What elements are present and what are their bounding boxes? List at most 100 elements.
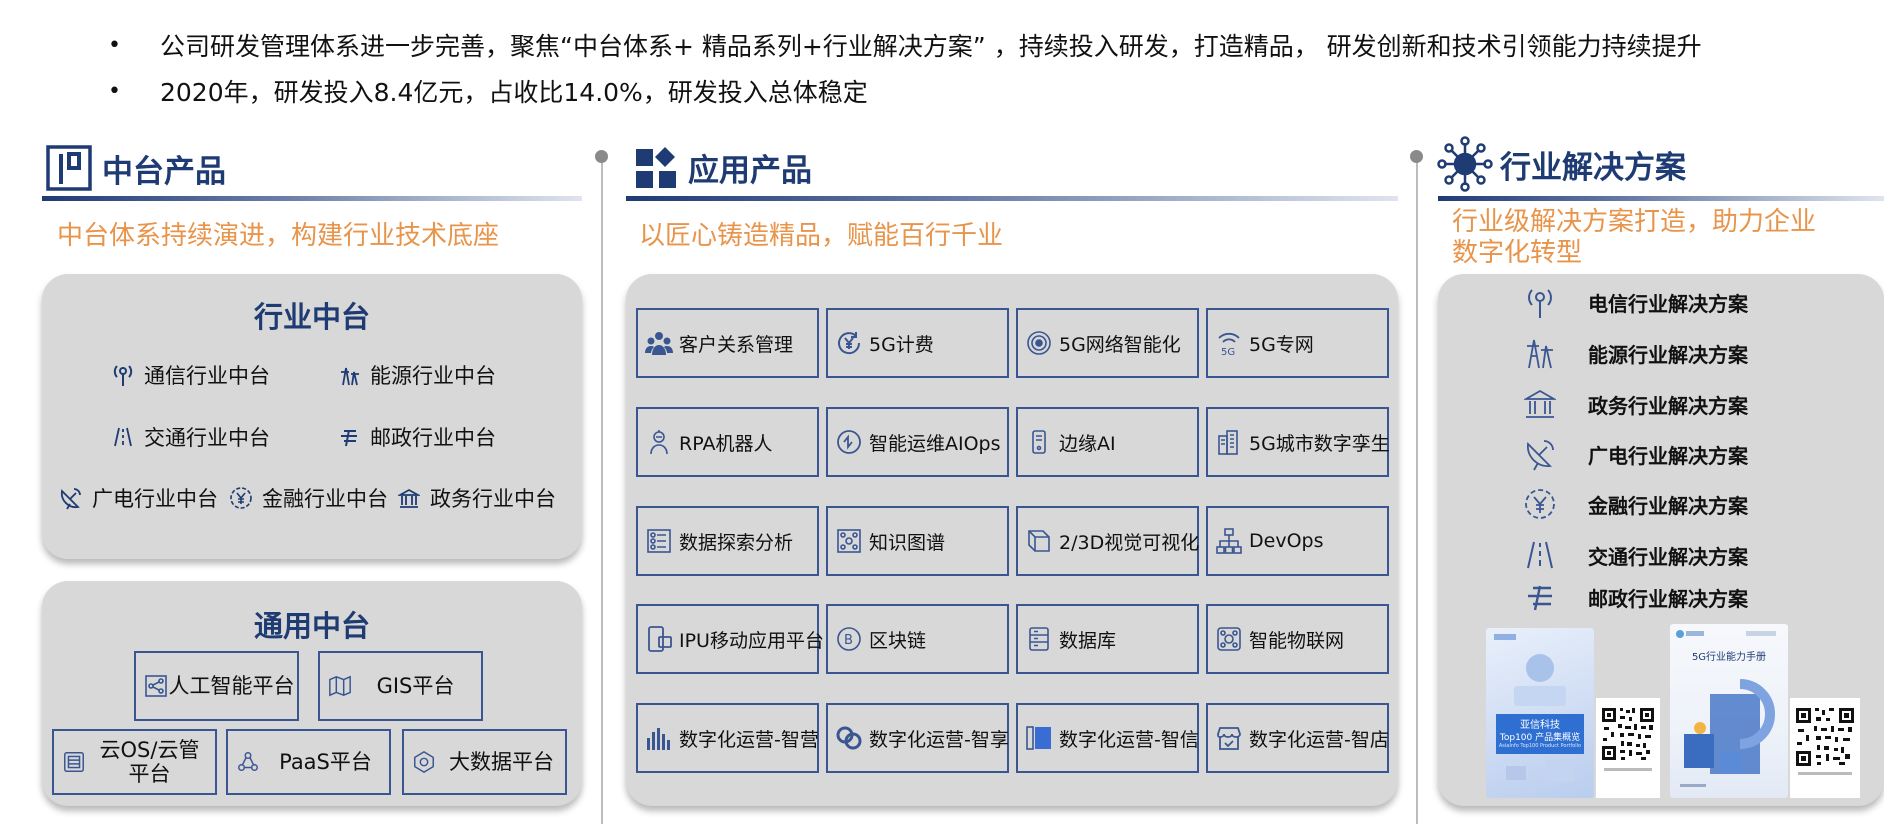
app-product-item: 数字化运营-智营	[636, 703, 819, 773]
cloud-server-icon	[62, 750, 86, 774]
industry-item-transport: 交通行业中台	[110, 422, 270, 452]
solution-item: 能源行业解决方案	[1520, 333, 1748, 373]
panel-title: 行业中台	[253, 300, 370, 334]
app-product-item: 数字化运营-智享	[826, 703, 1009, 773]
bullet-item: •公司研发管理体系进一步完善，聚焦“中台体系+ 精品系列+行业解决方案” ，持续…	[108, 22, 1702, 68]
mobile-icon	[644, 624, 674, 654]
solution-item: 交通行业解决方案	[1520, 535, 1748, 575]
solution-label: 广电行业解决方案	[1588, 443, 1748, 468]
app-product-label: 数字化运营-智信	[1059, 728, 1199, 751]
industry-item-postal: 邮政行业中台	[336, 422, 496, 452]
section-underline	[42, 196, 582, 201]
edge-device-icon	[1024, 427, 1054, 457]
app-product-label: 智能运维AIOps	[869, 432, 1001, 455]
power-tower-icon	[336, 362, 362, 388]
ai-network-icon	[144, 674, 168, 698]
general-item-bigdata: 大数据平台	[402, 729, 567, 795]
brochure-5g: 5G行业能力手册	[1670, 624, 1788, 798]
knowledge-graph-icon	[834, 526, 864, 556]
satellite-dish-icon	[1520, 434, 1560, 474]
solution-label: 能源行业解决方案	[1588, 342, 1748, 367]
app-product-label: 智能物联网	[1249, 629, 1345, 652]
aiops-icon	[834, 427, 864, 457]
app-product-label: RPA机器人	[679, 432, 773, 455]
app-product-item: 数字化运营-智信	[1016, 703, 1199, 773]
app-product-label: 客户关系管理	[679, 333, 794, 356]
section-title-apps: 应用产品	[636, 145, 812, 190]
solution-item: 广电行业解决方案	[1520, 434, 1748, 474]
column-divider	[601, 157, 603, 824]
app-product-label: 区块链	[869, 629, 927, 652]
industry-item-broadcast: 广电行业中台	[58, 483, 218, 513]
bigdata-hexagon-icon	[412, 750, 436, 774]
section-underline	[626, 196, 1398, 201]
section-title-platform: 中台产品	[46, 145, 226, 191]
panel-title: 通用中台	[253, 609, 370, 643]
section-subtitle: 中台体系持续演进，构建行业技术底座	[57, 221, 500, 251]
app-product-item: 5G计费	[826, 308, 1009, 378]
column-divider	[1416, 157, 1418, 824]
industry-item-government: 政务行业中台	[396, 483, 556, 513]
app-product-label: 数字化运营-智享	[869, 728, 1009, 751]
svg-text:B: B	[844, 633, 853, 648]
app-product-item: 数据库	[1016, 604, 1199, 674]
app-product-label: 5G城市数字孪生	[1249, 432, 1390, 455]
app-product-label: 5G计费	[869, 333, 934, 356]
app-product-item: 5G城市数字孪生	[1206, 407, 1390, 477]
app-product-item: 2/3D视觉可视化	[1016, 506, 1199, 576]
svg-text:5G: 5G	[1221, 347, 1235, 357]
bar-chart-icon	[644, 723, 674, 753]
qr-code	[1790, 698, 1860, 798]
brochure-top100: 亚信科技 Top100 产品集概览 AsiaInfo Top100 Produc…	[1486, 628, 1594, 798]
data-analysis-icon	[644, 526, 674, 556]
app-product-label: 数据库	[1059, 629, 1117, 652]
qr-code-icon	[1796, 708, 1854, 775]
app-product-item: 客户关系管理	[636, 308, 819, 378]
solution-item: 邮政行业解决方案	[1520, 577, 1748, 617]
power-tower-icon	[1520, 333, 1560, 373]
government-building-icon	[1520, 384, 1560, 424]
solution-label: 政务行业解决方案	[1588, 393, 1748, 418]
solution-network-icon	[1436, 135, 1494, 193]
divider-dot	[595, 150, 608, 163]
satellite-dish-icon	[58, 485, 84, 511]
postal-icon	[1520, 577, 1560, 617]
app-product-item: 边缘AI	[1016, 407, 1199, 477]
antenna-icon	[110, 362, 136, 388]
solution-label: 金融行业解决方案	[1588, 493, 1748, 518]
5g-signal-icon: 5G	[1214, 328, 1244, 358]
link-icon	[834, 723, 864, 753]
general-item-ai: 人工智能平台	[134, 651, 299, 721]
database-icon	[1024, 624, 1054, 654]
app-product-item: 智能物联网	[1206, 604, 1389, 674]
app-product-item: DevOps	[1206, 506, 1389, 576]
app-product-label: 2/3D视觉可视化	[1059, 531, 1200, 554]
solution-label: 电信行业解决方案	[1588, 291, 1748, 316]
section-title-solutions: 行业解决方案	[1436, 135, 1686, 193]
solution-item: 政务行业解决方案	[1520, 384, 1748, 424]
industry-item-energy: 能源行业中台	[336, 360, 496, 390]
industry-item-telecom: 通信行业中台	[110, 360, 270, 390]
yen-cycle-icon	[834, 328, 864, 358]
industry-platform-panel: 行业中台 通信行业中台 能源行业中台 交通行业中台 邮政行业中台 广电行业中台 …	[42, 274, 582, 559]
app-product-item: RPA机器人	[636, 407, 819, 477]
road-icon	[110, 424, 136, 450]
devops-tree-icon	[1214, 526, 1244, 556]
bullet-text: 公司研发管理体系进一步完善，聚焦“中台体系+ 精品系列+行业解决方案” ，持续投…	[160, 32, 1702, 61]
robot-icon	[644, 427, 674, 457]
city-icon	[1214, 427, 1244, 457]
bullet-text: 2020年，研发投入8.4亿元，占收比14.0%，研发投入总体稳定	[160, 78, 868, 107]
general-item-cloud-os: 云OS/云管平台	[52, 729, 217, 795]
store-icon	[1214, 723, 1244, 753]
qr-code-icon	[1601, 707, 1655, 771]
brochure-heading: Top100 产品集概览	[1499, 733, 1581, 743]
qr-code	[1596, 698, 1660, 798]
general-item-gis: GIS平台	[318, 651, 483, 721]
app-product-label: 5G网络智能化	[1059, 333, 1181, 356]
app-product-item: 数字化运营-智店	[1206, 703, 1389, 773]
users-icon	[644, 328, 674, 358]
platform-icon	[46, 145, 92, 191]
app-product-label: DevOps	[1249, 530, 1324, 552]
